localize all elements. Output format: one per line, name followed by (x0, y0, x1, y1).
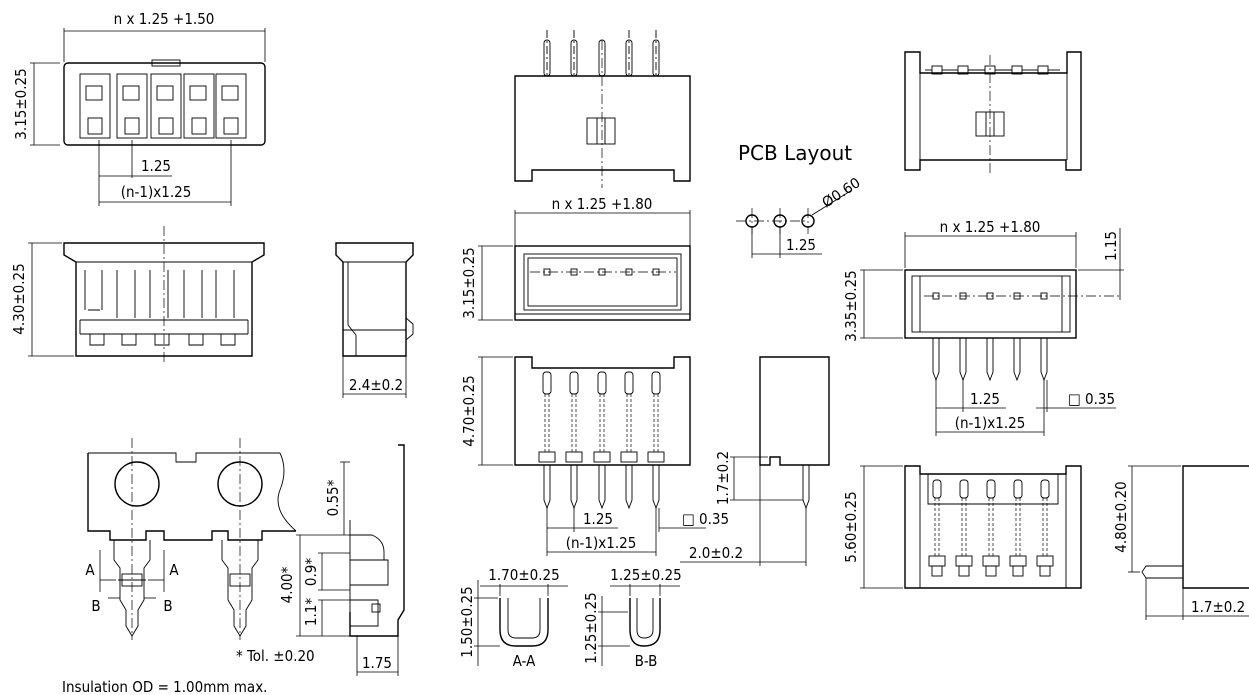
header-side-view: 1.7±0.2 2.0±0.2 (680, 356, 830, 566)
label-bb: B-B (635, 652, 658, 670)
header-front-view (514, 30, 691, 188)
dim-ra-width: n x 1.25 +1.80 (940, 218, 1041, 236)
section-a-right: A (169, 561, 179, 579)
pcb-title: PCB Layout (738, 141, 852, 165)
dim-housing-height: 4.30±0.25 (10, 263, 28, 334)
dim-header-pinlen: 1.7±0.2 (714, 451, 732, 505)
housing-side-view: 2.4±0.2 (335, 242, 414, 398)
dim-ra-offset: 1.15 (1102, 231, 1120, 261)
ra-front-view: 5.60±0.25 (842, 465, 1082, 589)
insulation-note: Insulation OD = 1.00mm max. (62, 678, 267, 695)
dim-aa-height: 1.50±0.25 (458, 586, 476, 657)
dim-housing-depth: 3.15±0.25 (12, 68, 30, 139)
terminal-tolerance: * Tol. ±0.20 (236, 647, 315, 665)
dim-terminal-total: 4.00* (278, 566, 296, 603)
pcb-hole: Ø0.60 (819, 175, 863, 211)
dim-ra-pin: □ 0.35 (1068, 390, 1115, 408)
dim-terminal-width: 1.75 (362, 654, 392, 672)
ra-side-view: 4.80±0.20 1.7±0.2 (1112, 465, 1249, 620)
dim-ra-height: 5.60±0.25 (842, 491, 860, 562)
dim-terminal-low: 1.1* (302, 598, 320, 626)
dim-terminal-top: 0.55* (324, 479, 342, 516)
pcb-pitch: 1.25 (786, 236, 816, 254)
dim-ra-side-h: 4.80±0.20 (1112, 481, 1130, 552)
section-views: 1.70±0.25 1.50±0.25 A-A 1.25±0.25 1.25±0… (458, 566, 682, 670)
dim-terminal-mid: 0.9* (302, 558, 320, 586)
dim-housing-side: 2.4±0.2 (349, 376, 403, 394)
section-b-right: B (163, 597, 172, 615)
ra-top-view (904, 51, 1082, 176)
dim-ra-side-w: 1.7±0.2 (1191, 598, 1245, 616)
header-elevation: 4.70±0.25 1.25 □ 0.35 (n-1)x1.25 (460, 356, 729, 556)
dim-housing-pitch: 1.25 (141, 157, 171, 175)
pcb-layout: PCB Layout Ø0.60 1.25 (736, 141, 864, 258)
dim-housing-width: n x 1.25 +1.50 (114, 10, 215, 28)
dim-ra-span: (n-1)x1.25 (955, 414, 1026, 432)
dim-header-depth: 3.15±0.25 (460, 247, 478, 318)
terminal-views: A A B B 0.55* 4.00* 0.9* 1.1* * Tol. ±0.… (62, 438, 405, 695)
dim-header-pitch: 1.25 (583, 510, 613, 528)
dim-header-span: (n-1)x1.25 (566, 534, 637, 552)
dim-ra-pitch: 1.25 (970, 390, 1000, 408)
dim-housing-span: (n-1)x1.25 (121, 183, 192, 201)
label-aa: A-A (513, 652, 536, 670)
dim-header-width: n x 1.25 +1.80 (552, 195, 653, 213)
dim-header-side: 2.0±0.2 (689, 544, 743, 562)
section-b-left: B (91, 597, 100, 615)
dim-bb-height: 1.25±0.25 (582, 592, 600, 663)
dim-aa-width: 1.70±0.25 (488, 566, 559, 584)
dim-ra-depth: 3.35±0.25 (842, 270, 860, 341)
ra-plan-view: n x 1.25 +1.80 1.15 3.35±0.25 1.25 □ 0.3… (842, 218, 1124, 436)
header-top-view: n x 1.25 +1.80 3.15±0.25 (460, 195, 691, 321)
dim-header-pin: □ 0.35 (682, 510, 729, 528)
housing-front-view: 4.30±0.25 (10, 226, 265, 362)
dim-bb-width: 1.25±0.25 (610, 566, 681, 584)
dim-header-height: 4.70±0.25 (460, 375, 478, 446)
housing-top-view: n x 1.25 +1.50 3.15±0.25 1.25 (n-1)x1.25 (12, 10, 266, 206)
section-a-left: A (85, 561, 95, 579)
